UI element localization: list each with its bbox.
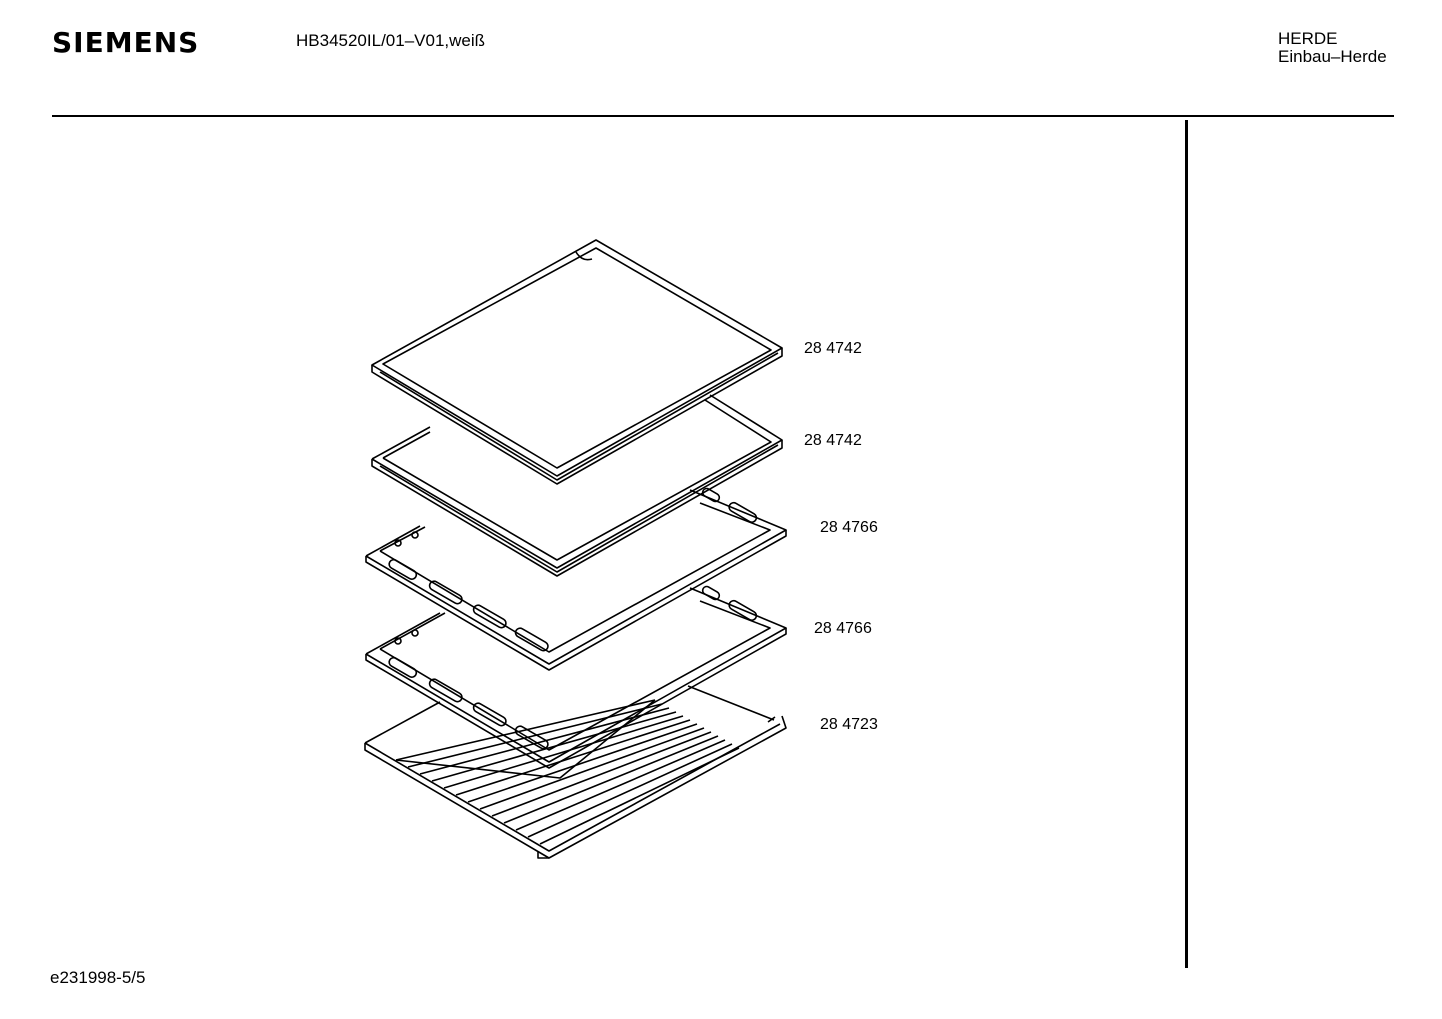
brand-logo: SIEMENS	[52, 26, 200, 59]
subcategory-title: Einbau–Herde	[1278, 47, 1387, 66]
part-number-label: 28 4723	[820, 716, 878, 733]
grill-pan-2	[365, 585, 787, 769]
wire-rack	[364, 685, 787, 859]
category-title: HERDE	[1278, 29, 1338, 48]
baking-tray-1	[371, 239, 783, 485]
model-number: HB34520IL/01–V01,weiß	[296, 31, 486, 50]
part-number-label: 28 4742	[804, 432, 862, 449]
baking-tray-2	[371, 394, 783, 577]
header-divider	[52, 115, 1394, 117]
document-id: e231998-5/5	[50, 968, 146, 987]
part-number-label: 28 4766	[820, 519, 878, 536]
grill-pan-1	[365, 487, 787, 671]
part-number-label: 28 4766	[814, 620, 872, 637]
column-divider	[1185, 120, 1188, 968]
part-number-label: 28 4742	[804, 340, 862, 357]
